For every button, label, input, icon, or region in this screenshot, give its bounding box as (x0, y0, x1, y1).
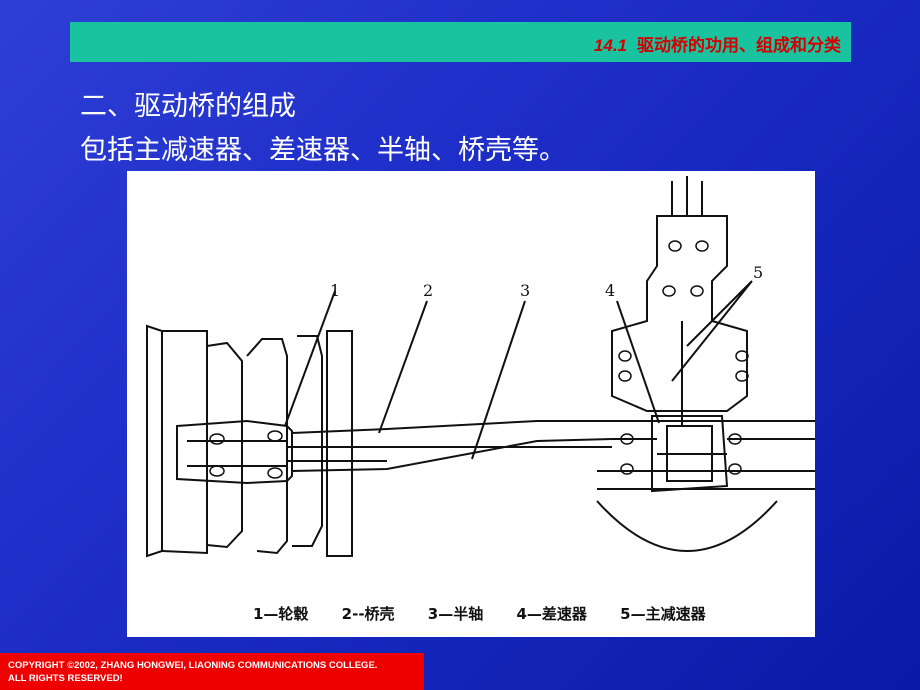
copyright-line-2: ALL RIGHTS RESERVED! (8, 673, 123, 684)
copyright-line-1: COPYRIGHT ©2002, ZHANG HONGWEI, LIAONING… (8, 660, 378, 671)
callout-2: 2 (423, 281, 434, 300)
legend-item: 2--桥壳 (341, 605, 395, 623)
copyright-footer: COPYRIGHT ©2002, ZHANG HONGWEI, LIAONING… (0, 653, 424, 690)
drive-axle-diagram: 1 2 3 4 5 1—轮毂 2--桥壳 3—半轴 4—差速器 5—主减速器 (127, 171, 815, 637)
drive-axle-drawing (146, 176, 815, 558)
page-subheading: 包括主减速器、差速器、半轴、桥壳等。 (80, 135, 566, 166)
diagram-legend: 1—轮毂 2--桥壳 3—半轴 4—差速器 5—主减速器 (253, 603, 734, 624)
callout-5: 5 (753, 263, 764, 282)
section-number: 14.1 (593, 36, 627, 55)
legend-item: 3—半轴 (427, 605, 484, 623)
legend-item: 4—差速器 (516, 605, 587, 623)
page-heading: 二、驱动桥的组成 (80, 91, 296, 122)
legend-item: 5—主减速器 (620, 605, 706, 623)
section-title-text: 驱动桥的功用、组成和分类 (637, 36, 841, 56)
section-title: 14.1 驱动桥的功用、组成和分类 (594, 31, 841, 56)
callout-4: 4 (605, 281, 616, 300)
callout-1: 1 (330, 281, 341, 300)
legend-item: 1—轮毂 (253, 605, 309, 623)
header-bar: 14.1 驱动桥的功用、组成和分类 (70, 22, 851, 62)
callout-3: 3 (520, 281, 531, 300)
